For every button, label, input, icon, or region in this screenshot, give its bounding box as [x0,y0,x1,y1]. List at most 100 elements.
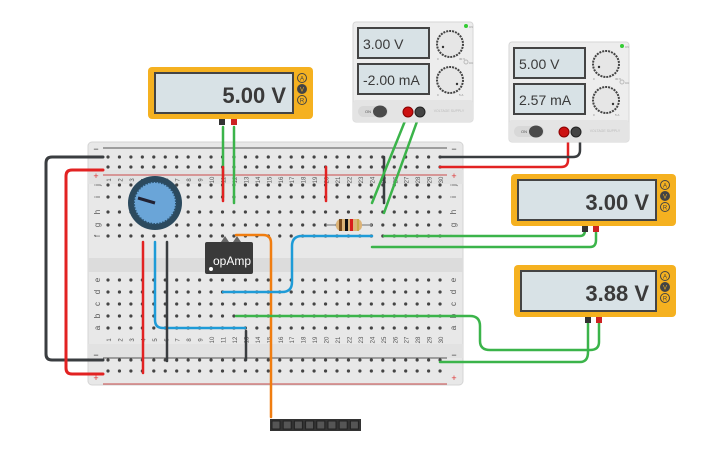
rail-hole[interactable] [358,358,362,362]
hole[interactable] [278,278,282,282]
rail-hole[interactable] [255,369,259,373]
rail-hole[interactable] [106,369,110,373]
mode-button-a[interactable] [297,73,307,83]
hole[interactable] [106,326,110,330]
rail-hole[interactable] [438,369,442,373]
hole[interactable] [427,183,431,187]
hole[interactable] [369,183,373,187]
hole[interactable] [323,223,328,227]
hole[interactable] [243,302,247,306]
opamp-chip[interactable]: opAmp [205,236,253,274]
hole[interactable] [129,223,133,227]
hole[interactable] [312,183,316,187]
wire-green-meter2-b[interactable] [370,223,598,249]
hole[interactable] [117,210,122,214]
hole[interactable] [255,210,259,214]
hole[interactable] [198,195,202,199]
psu-negative-terminal[interactable] [414,106,426,118]
hole[interactable] [198,234,202,238]
hole[interactable] [346,278,351,282]
rail-hole[interactable] [232,369,236,373]
hole[interactable] [255,223,259,227]
hole[interactable] [404,290,408,294]
hole[interactable] [335,302,339,306]
hole[interactable] [346,326,351,330]
header-pin[interactable] [338,420,348,430]
rail-hole[interactable] [404,165,408,169]
rail-hole[interactable] [163,155,167,159]
hole[interactable] [106,210,110,214]
hole[interactable] [220,210,225,214]
hole[interactable] [289,302,293,306]
hole[interactable] [232,234,236,238]
hole[interactable] [129,234,133,238]
mode-button-v[interactable] [297,84,307,94]
hole[interactable] [209,210,213,214]
hole[interactable] [266,326,270,330]
hole[interactable] [255,278,259,282]
hole[interactable] [266,223,270,227]
hole[interactable] [301,210,305,214]
rail-hole[interactable] [278,369,282,373]
rail-hole[interactable] [404,358,408,362]
rail-hole[interactable] [415,358,419,362]
hole[interactable] [106,290,110,294]
rail-hole[interactable] [358,155,362,159]
rail-hole[interactable] [312,369,316,373]
wire-red-left-loop[interactable] [64,168,105,376]
hole[interactable] [186,195,190,199]
rail-hole[interactable] [175,358,179,362]
hole[interactable] [358,210,362,214]
rail-hole[interactable] [152,165,156,169]
hole[interactable] [438,195,442,199]
hole[interactable] [392,278,396,282]
rail-hole[interactable] [220,369,225,373]
wire-black-psu2[interactable] [438,129,582,159]
hole[interactable] [312,290,316,294]
hole[interactable] [381,326,385,330]
hole[interactable] [198,223,202,227]
rail-hole[interactable] [255,165,259,169]
rail-hole[interactable] [140,155,144,159]
hole[interactable] [129,278,133,282]
hole[interactable] [278,326,282,330]
hole[interactable] [312,195,316,199]
hole[interactable] [323,302,328,306]
rail-hole[interactable] [289,369,293,373]
rail-hole[interactable] [369,369,373,373]
rail-hole[interactable] [312,165,316,169]
hole[interactable] [198,314,202,318]
hole[interactable] [312,210,316,214]
mode-button-v[interactable] [660,191,670,201]
hole[interactable] [346,195,351,199]
hole[interactable] [186,234,190,238]
multimeter-right-1[interactable]: 3.00 V AVR [511,174,676,232]
rail-hole[interactable] [117,155,122,159]
psu-positive-terminal[interactable] [558,126,570,138]
hole[interactable] [369,195,373,199]
rail-hole[interactable] [255,155,259,159]
hole[interactable] [289,234,293,238]
rail-hole[interactable] [175,155,179,159]
hole[interactable] [438,278,442,282]
rail-hole[interactable] [312,155,316,159]
hole[interactable] [404,278,408,282]
rail-hole[interactable] [266,369,270,373]
wire-green-meter3-b[interactable] [438,317,590,364]
hole[interactable] [266,210,270,214]
hole[interactable] [175,234,179,238]
header-pin[interactable] [349,420,359,430]
mode-button-r[interactable] [660,202,670,212]
hole[interactable] [289,223,293,227]
probe-black[interactable] [582,226,588,232]
hole[interactable] [427,223,431,227]
rail-hole[interactable] [369,155,373,159]
rail-hole[interactable] [175,165,179,169]
rail-hole[interactable] [346,155,351,159]
rail-hole[interactable] [301,165,305,169]
psu-voltage-knob[interactable] [436,30,464,58]
rail-hole[interactable] [278,358,282,362]
hole[interactable] [346,210,351,214]
hole[interactable] [198,290,202,294]
hole[interactable] [312,278,316,282]
